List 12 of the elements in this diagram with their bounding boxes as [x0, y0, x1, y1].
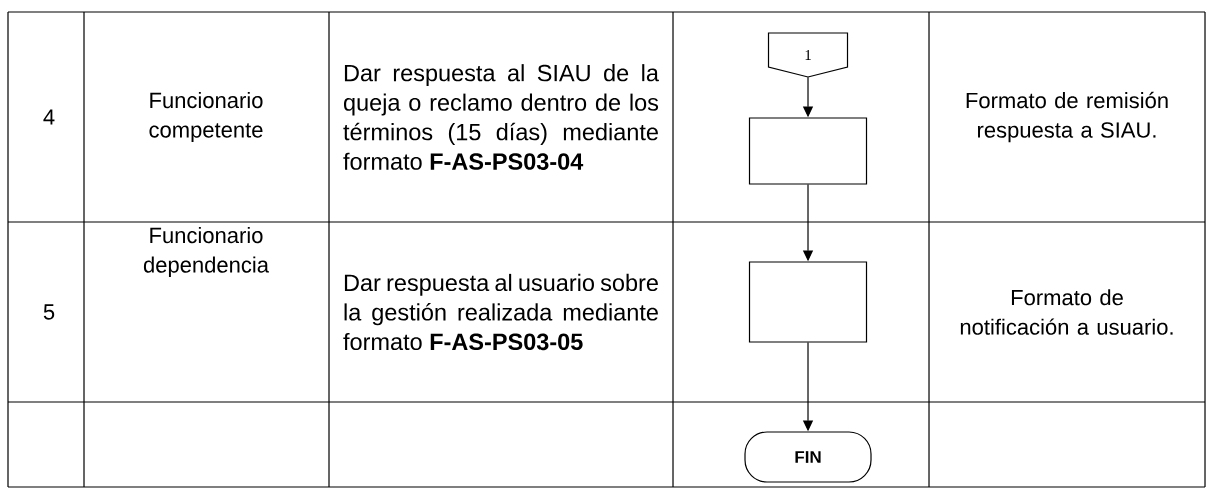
output-text: Formato de remisión respuesta a SIAU. — [966, 91, 1168, 143]
output-text: Formato de notificación a usuario. — [960, 289, 1173, 335]
process-box — [748, 261, 868, 343]
offpage-connector: 1 — [767, 32, 849, 78]
activity-text: Dar respuesta al SIAU de la queja o reclamo dentro de los términos (15 días) mediante formato F-AS-PS03-04 — [343, 64, 659, 170]
terminator: FIN — [744, 431, 872, 483]
step-number: 4 — [43, 109, 55, 125]
role-text: Funcionario competente — [149, 92, 263, 142]
role-text: Funcionario dependencia — [143, 227, 269, 277]
process-box — [748, 117, 868, 185]
step-number: 5 — [43, 304, 55, 320]
activity-text: Dar respuesta al usuario sobre la gestión realizada mediante formato F-AS-PS03-05 — [343, 273, 658, 351]
